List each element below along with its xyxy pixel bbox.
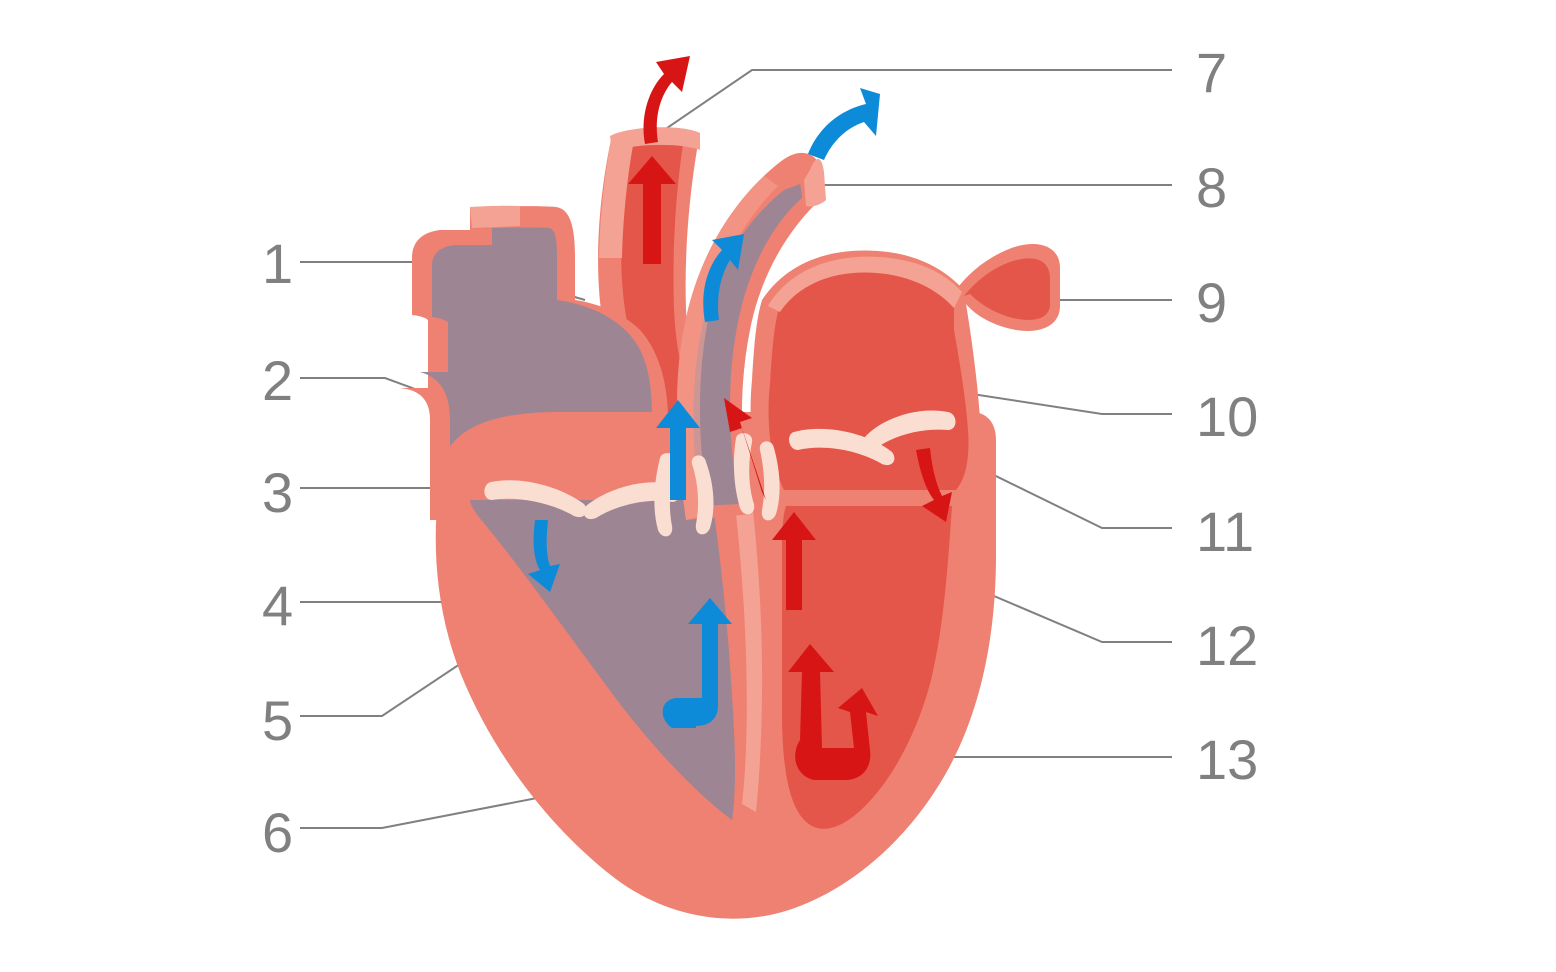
mitral-valve-leaflet-left <box>789 428 895 466</box>
label-3[interactable]: 3 <box>262 461 293 524</box>
label-13[interactable]: 13 <box>1196 728 1258 791</box>
label-9[interactable]: 9 <box>1196 271 1227 334</box>
mitral-valve-leaflet-right <box>861 410 956 452</box>
valves-group <box>484 410 956 537</box>
label-1[interactable]: 1 <box>262 232 293 295</box>
leader-line-7 <box>647 69 1172 142</box>
mitral-inflow-arrow <box>916 448 952 522</box>
label-7[interactable]: 7 <box>1196 41 1227 104</box>
pulmonary-trunk-arrow <box>703 234 744 322</box>
superior-vena-cava <box>470 205 520 228</box>
pulmonary-valve-arrow <box>656 400 700 500</box>
tricuspid-inflow-arrow <box>528 520 560 592</box>
aortic-valve-leaflet-right <box>759 441 780 521</box>
label-8[interactable]: 8 <box>1196 156 1227 219</box>
label-4[interactable]: 4 <box>262 574 293 637</box>
aorta-outflow-arrow <box>643 56 690 144</box>
left-atrium <box>750 244 1060 498</box>
aorta-ascending-arrow <box>628 156 676 264</box>
label-12[interactable]: 12 <box>1196 614 1258 677</box>
label-6[interactable]: 6 <box>262 801 293 864</box>
label-10[interactable]: 10 <box>1196 385 1258 448</box>
label-11[interactable]: 11 <box>1196 500 1254 563</box>
label-5[interactable]: 5 <box>262 689 293 752</box>
left-ventricle-arrow <box>788 644 878 780</box>
aortic-valve-arrow <box>724 398 766 500</box>
tricuspid-valve-leaflet-left <box>484 480 587 518</box>
heart-body-group <box>400 56 1060 919</box>
label-numbers-group: 1 2 3 4 5 6 7 8 9 10 11 12 13 <box>262 41 1258 864</box>
aortic-valve-leaflet-left <box>733 433 755 515</box>
left-ventricle-outflow-arrow <box>772 512 816 610</box>
label-2[interactable]: 2 <box>262 349 293 412</box>
pulmonary-trunk-outflow-arrow <box>808 88 880 160</box>
pulmonary-valve-leaflet-right <box>691 455 714 535</box>
right-ventricle-arrow <box>662 598 732 728</box>
interventricular-septum <box>718 414 777 828</box>
